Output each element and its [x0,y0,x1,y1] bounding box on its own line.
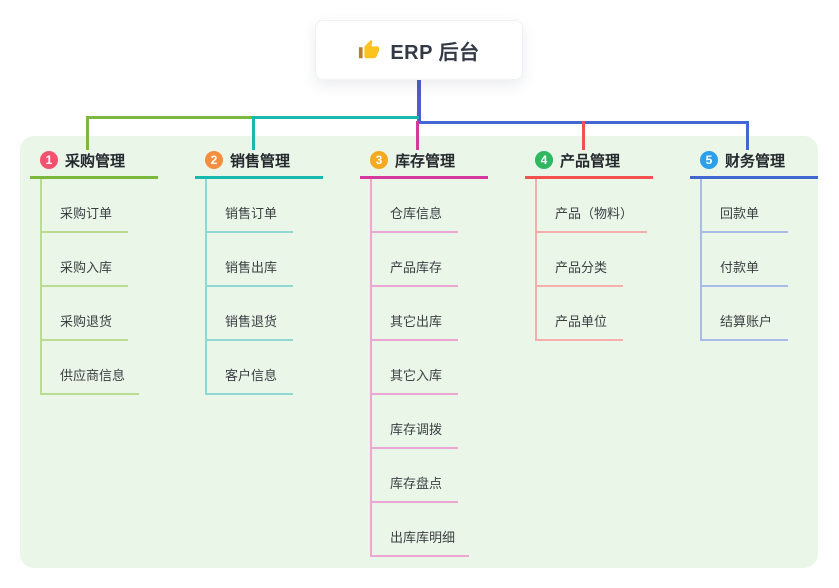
branch-children: 采购订单 采购入库 采购退货 供应商信息 [40,179,160,395]
thumbs-up-icon [359,39,380,59]
branch-children: 仓库信息 产品库存 其它出库 其它入库 库存调拨 库存盘点 出库库明细 [370,179,490,557]
branch-title: 库存管理 [395,152,456,170]
branch-number-badge: 5 [700,151,718,169]
branch-number-badge: 4 [535,151,553,169]
child-node[interactable]: 库存盘点 [372,449,458,503]
branch-children: 回款单 付款单 结算账户 [700,179,820,341]
child-node[interactable]: 仓库信息 [372,179,458,233]
child-node[interactable]: 其它入库 [372,341,458,395]
child-node[interactable]: 产品分类 [537,233,623,287]
rail-sales [252,116,419,119]
mindmap-panel [20,136,818,568]
branch-product: 4 产品管理 产品（物料） 产品分类 产品单位 [525,144,655,341]
drop-sales [252,116,255,150]
root-title: ERP 后台 [390,41,480,64]
branch-sales: 2 销售管理 销售订单 销售出库 销售退货 客户信息 [195,144,325,395]
branch-number-badge: 2 [205,151,223,169]
child-node[interactable]: 销售出库 [207,233,293,287]
branch-number-badge: 3 [370,151,388,169]
branch-title: 财务管理 [725,152,786,170]
branch-header-inventory[interactable]: 3 库存管理 [360,144,488,179]
root-drop-line [417,80,421,124]
child-node[interactable]: 结算账户 [702,287,788,341]
branch-title: 产品管理 [560,152,621,170]
child-node[interactable]: 供应商信息 [42,341,140,395]
branch-title: 销售管理 [230,152,291,170]
child-node[interactable]: 库存调拨 [372,395,458,449]
child-node[interactable]: 回款单 [702,179,788,233]
child-node[interactable]: 产品库存 [372,233,458,287]
branch-inventory: 3 库存管理 仓库信息 产品库存 其它出库 其它入库 库存调拨 库存盘点 出库库… [360,144,490,557]
child-node[interactable]: 产品单位 [537,287,623,341]
branch-header-product[interactable]: 4 产品管理 [525,144,653,179]
branch-header-finance[interactable]: 5 财务管理 [690,144,818,179]
child-node[interactable]: 销售退货 [207,287,293,341]
drop-inventory [416,121,419,150]
child-node[interactable]: 付款单 [702,233,788,287]
root-node-erp[interactable]: ERP 后台 [315,20,523,80]
branch-number-badge: 1 [40,151,58,169]
child-node[interactable]: 出库库明细 [372,503,470,557]
branch-finance: 5 财务管理 回款单 付款单 结算账户 [690,144,820,341]
child-node[interactable]: 客户信息 [207,341,293,395]
drop-finance [746,121,749,150]
branch-purchase: 1 采购管理 采购订单 采购入库 采购退货 供应商信息 [30,144,160,395]
branch-children: 销售订单 销售出库 销售退货 客户信息 [205,179,325,395]
child-node[interactable]: 采购退货 [42,287,128,341]
branch-title: 采购管理 [65,152,126,170]
branch-children: 产品（物料） 产品分类 产品单位 [535,179,655,341]
rail-purchase [86,116,252,119]
child-node[interactable]: 采购订单 [42,179,128,233]
branch-header-purchase[interactable]: 1 采购管理 [30,144,158,179]
child-node[interactable]: 采购入库 [42,233,128,287]
drop-purchase [86,116,89,150]
branch-header-sales[interactable]: 2 销售管理 [195,144,323,179]
child-node[interactable]: 产品（物料） [537,179,648,233]
child-node[interactable]: 其它出库 [372,287,458,341]
drop-product [582,121,585,150]
child-node[interactable]: 销售订单 [207,179,293,233]
